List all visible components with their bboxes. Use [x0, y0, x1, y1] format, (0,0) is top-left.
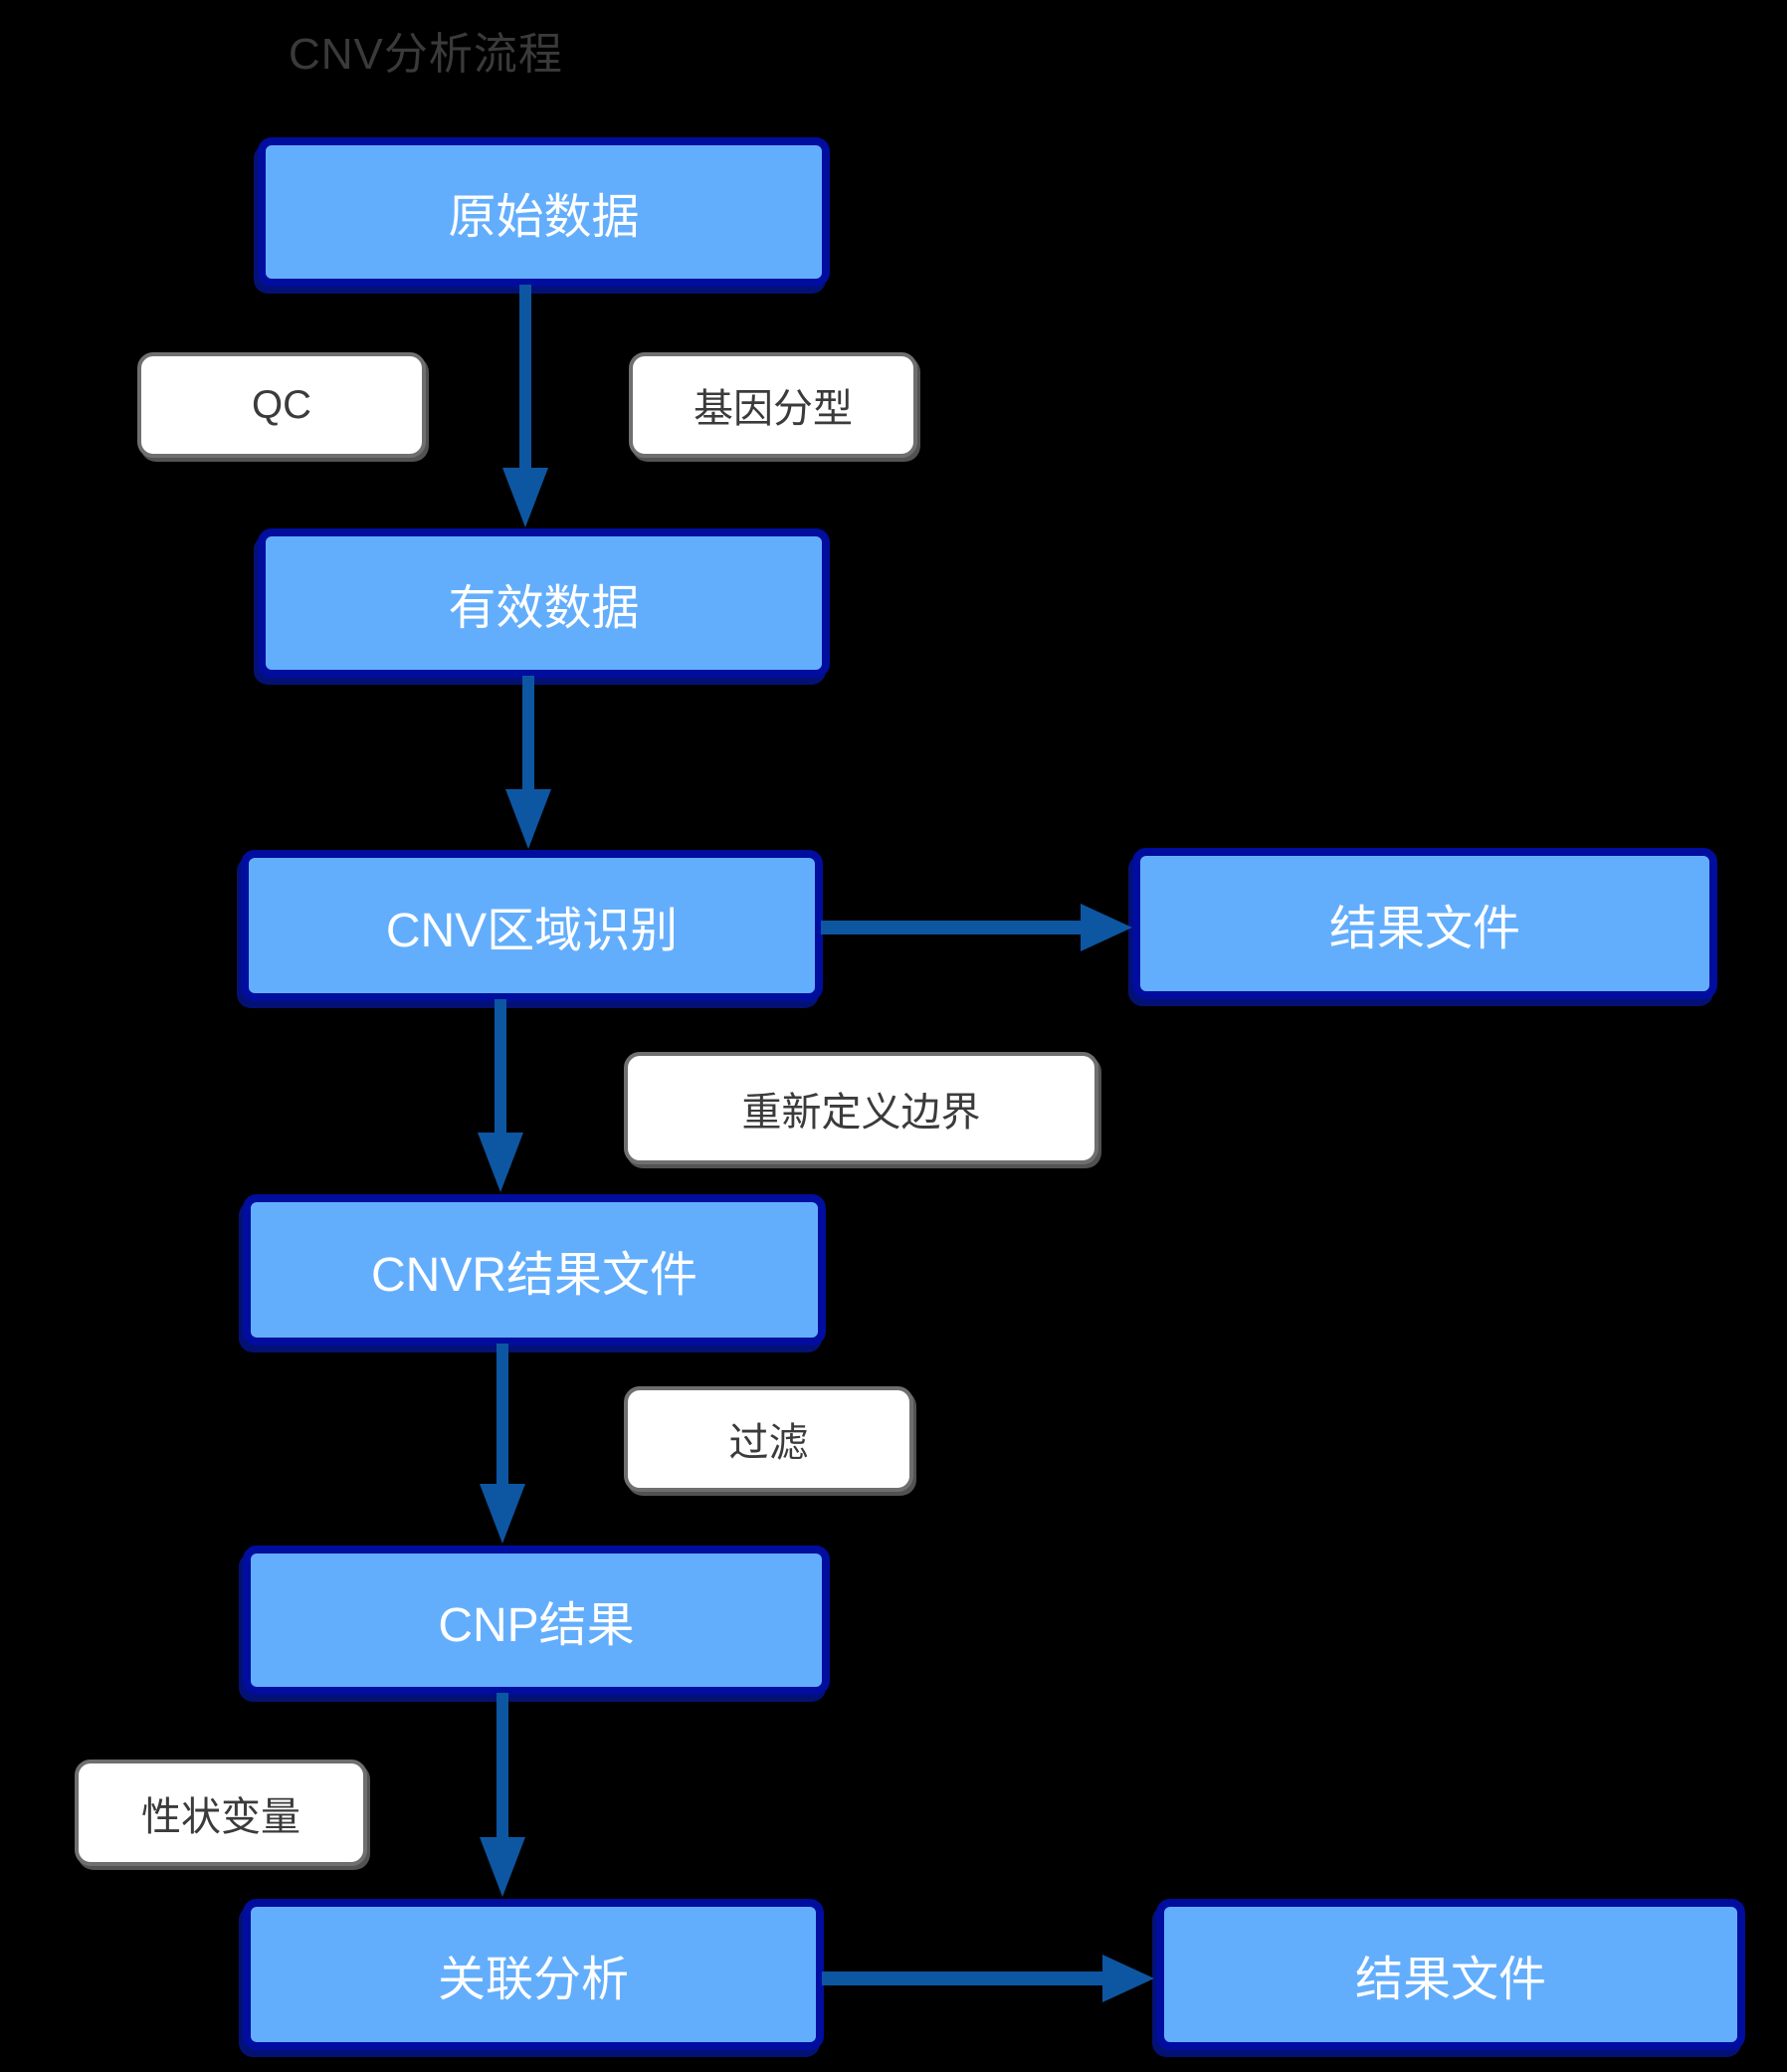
arrow-cnp-to-association-head: [480, 1837, 525, 1897]
arrow-association-to-result-shaft: [822, 1971, 1104, 1985]
edge-label-trait-variable: 性状变量: [75, 1760, 367, 1866]
arrow-valid-to-cnv-head: [505, 789, 551, 849]
arrow-cnv-to-result-head: [1081, 904, 1132, 951]
node-cnv-region: CNV区域识别: [241, 850, 823, 1001]
edge-label-filter: 过滤: [624, 1386, 913, 1492]
node-cnp-result: CNP结果: [243, 1546, 830, 1695]
arrow-cnp-to-association-shaft: [496, 1693, 508, 1839]
arrow-cnv-to-cnvr-head: [478, 1133, 523, 1192]
node-raw-data: 原始数据: [258, 137, 830, 287]
arrow-association-to-result-head: [1102, 1955, 1154, 2002]
node-result-file-1: 结果文件: [1132, 848, 1717, 999]
node-valid-data: 有效数据: [258, 528, 830, 678]
node-association: 关联分析: [243, 1899, 824, 2050]
arrow-cnvr-to-cnp-head: [480, 1484, 525, 1544]
arrow-raw-to-valid-shaft: [519, 285, 531, 470]
edge-label-redefine-boundary: 重新定义边界: [624, 1052, 1098, 1164]
arrow-valid-to-cnv-shaft: [522, 676, 534, 791]
arrow-cnv-to-cnvr-shaft: [495, 999, 506, 1135]
arrow-cnvr-to-cnp-shaft: [496, 1344, 508, 1486]
node-result-file-2: 结果文件: [1156, 1899, 1745, 2050]
edge-label-genotyping: 基因分型: [629, 352, 917, 458]
arrow-raw-to-valid-head: [502, 468, 548, 527]
edge-label-qc: QC: [137, 352, 426, 458]
node-cnvr-result: CNVR结果文件: [243, 1194, 826, 1346]
arrow-cnv-to-result-shaft: [821, 921, 1082, 934]
diagram-title: CNV分析流程: [289, 30, 563, 79]
